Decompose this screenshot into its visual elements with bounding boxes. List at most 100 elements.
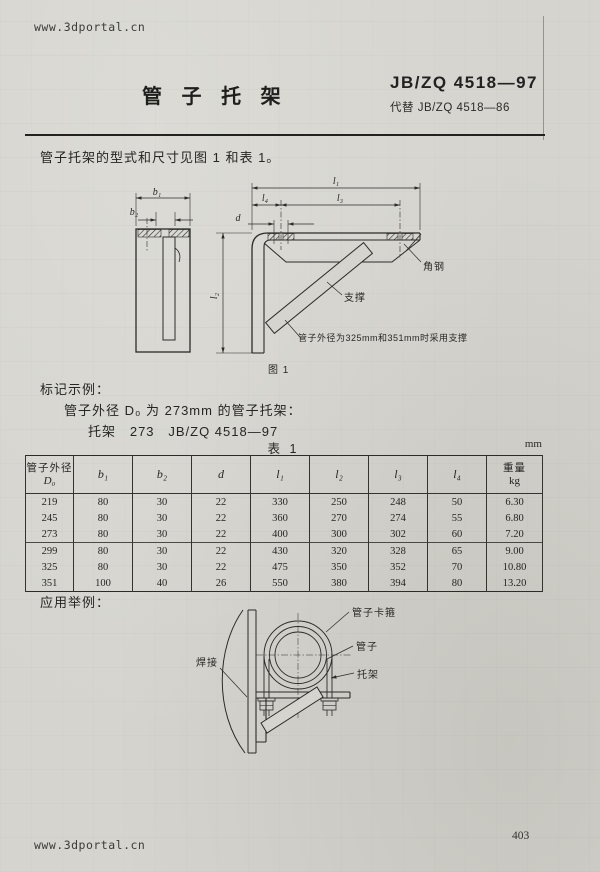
table-cell: 351 bbox=[25, 575, 74, 592]
intro-text: 管子托架的型式和尺寸见图 1 和表 1。 bbox=[40, 150, 281, 165]
table-cell: 328 bbox=[368, 542, 428, 559]
dim-label-l1: l₁ bbox=[333, 176, 339, 187]
table-cell: 100 bbox=[73, 575, 133, 592]
table-cell: 30 bbox=[132, 493, 192, 510]
table-cell: 274 bbox=[368, 510, 428, 526]
table-cell: 360 bbox=[250, 510, 310, 526]
table-cell: 40 bbox=[132, 575, 192, 592]
table-cell: 70 bbox=[427, 559, 487, 575]
table-cell: 22 bbox=[191, 493, 251, 510]
table-cell: 302 bbox=[368, 526, 428, 543]
figure1-drawing: b₁ b₂ bbox=[130, 176, 468, 376]
table-cell: 80 bbox=[73, 510, 133, 526]
dim-label-b2: b₂ bbox=[130, 207, 139, 218]
table-cell: 7.20 bbox=[486, 526, 543, 543]
figure1-side-view bbox=[135, 193, 193, 353]
table-cell: 352 bbox=[368, 559, 428, 575]
dim-label-b1: b₁ bbox=[153, 187, 161, 198]
col-header-l1: l₁ bbox=[250, 455, 310, 494]
table-cell: 325 bbox=[25, 559, 74, 575]
table-cell: 380 bbox=[309, 575, 369, 592]
table-caption: 表 1 bbox=[267, 442, 300, 456]
table-cell: 320 bbox=[309, 542, 369, 559]
col-header-weight-cn: 重量 bbox=[503, 461, 526, 474]
note-support: 管子外径为325mm和351mm时采用支撑 bbox=[298, 332, 468, 343]
table-cell: 6.30 bbox=[486, 493, 543, 510]
table-cell: 299 bbox=[25, 542, 74, 559]
col-header-l3: l₃ bbox=[368, 455, 428, 494]
table-cell: 22 bbox=[191, 542, 251, 559]
col-header-l2: l₂ bbox=[309, 455, 369, 494]
table-cell: 550 bbox=[250, 575, 310, 592]
table-cell: 26 bbox=[191, 575, 251, 592]
table-cell: 219 bbox=[25, 493, 74, 510]
col-header-b1: b₁ bbox=[73, 455, 133, 494]
table-cell: 13.20 bbox=[486, 575, 543, 592]
col-header-d0-sym: D₀ bbox=[43, 474, 56, 487]
table-cell: 6.80 bbox=[486, 510, 543, 526]
application-heading: 应用举例： bbox=[40, 595, 111, 610]
table-cell: 30 bbox=[132, 542, 192, 559]
col-header-weight-unit: kg bbox=[509, 474, 520, 487]
table-cell: 22 bbox=[191, 559, 251, 575]
table-cell: 430 bbox=[250, 542, 310, 559]
table-cell: 22 bbox=[191, 510, 251, 526]
col-header-weight: 重量 kg bbox=[486, 455, 543, 494]
table-cell: 30 bbox=[132, 526, 192, 543]
table-cell: 250 bbox=[309, 493, 369, 510]
label-angle-steel: 角钢 bbox=[423, 260, 445, 273]
page-number: 403 bbox=[512, 830, 530, 842]
marking-line2: 托架 273 JB/ZQ 4518—97 bbox=[88, 424, 279, 439]
table-cell: 273 bbox=[25, 526, 74, 543]
application-drawing: 管子卡箍 管子 托架 焊接 bbox=[196, 606, 395, 754]
label-weld: 焊接 bbox=[196, 656, 218, 669]
figure1-caption: 图 1 bbox=[268, 364, 289, 376]
dim-label-l2: l₂ bbox=[209, 292, 220, 299]
table-cell: 350 bbox=[309, 559, 369, 575]
table-cell: 270 bbox=[309, 510, 369, 526]
label-bracket: 托架 bbox=[357, 668, 379, 681]
site-watermark-bottom: www.3dportal.cn bbox=[34, 838, 146, 852]
figure1-front-view bbox=[216, 183, 422, 354]
table-cell: 248 bbox=[368, 493, 428, 510]
col-header-d0-cn: 管子外径 bbox=[26, 461, 73, 474]
dim-label-l4: l₄ bbox=[262, 193, 269, 204]
standard-replaces: 代替 JB/ZQ 4518—86 bbox=[390, 102, 510, 114]
label-pipe-clamp: 管子卡箍 bbox=[352, 606, 395, 619]
site-watermark-top: www.3dportal.cn bbox=[34, 20, 146, 34]
table-cell: 60 bbox=[427, 526, 487, 543]
table-cell: 80 bbox=[73, 493, 133, 510]
label-pipe: 管子 bbox=[356, 640, 378, 653]
table-cell: 400 bbox=[250, 526, 310, 543]
table-cell: 330 bbox=[250, 493, 310, 510]
page-title: 管 子 托 架 bbox=[142, 86, 288, 108]
table-cell: 80 bbox=[73, 559, 133, 575]
table-cell: 50 bbox=[427, 493, 487, 510]
table-cell: 65 bbox=[427, 542, 487, 559]
header-divider bbox=[25, 134, 545, 136]
table-cell: 10.80 bbox=[486, 559, 543, 575]
table-cell: 80 bbox=[73, 542, 133, 559]
col-header-d0: 管子外径 D₀ bbox=[25, 455, 74, 494]
table-cell: 80 bbox=[73, 526, 133, 543]
table-header-row: 管子外径 D₀ b₁ b₂ d l₁ l₂ l₃ l₄ 重量 kg bbox=[25, 455, 543, 494]
application-geometry bbox=[219, 609, 355, 754]
table-cell: 30 bbox=[132, 510, 192, 526]
marking-heading: 标记示例： bbox=[40, 382, 111, 397]
table-cell: 22 bbox=[191, 526, 251, 543]
dim-label-d: d bbox=[236, 213, 242, 224]
standard-code: JB/ZQ 4518—97 bbox=[390, 73, 539, 92]
table-cell: 80 bbox=[427, 575, 487, 592]
table-cell: 30 bbox=[132, 559, 192, 575]
marking-line1: 管子外径 D₀ 为 273mm 的管子托架： bbox=[64, 403, 302, 418]
table-unit: mm bbox=[524, 438, 542, 450]
dim-label-l3: l₃ bbox=[337, 193, 344, 204]
